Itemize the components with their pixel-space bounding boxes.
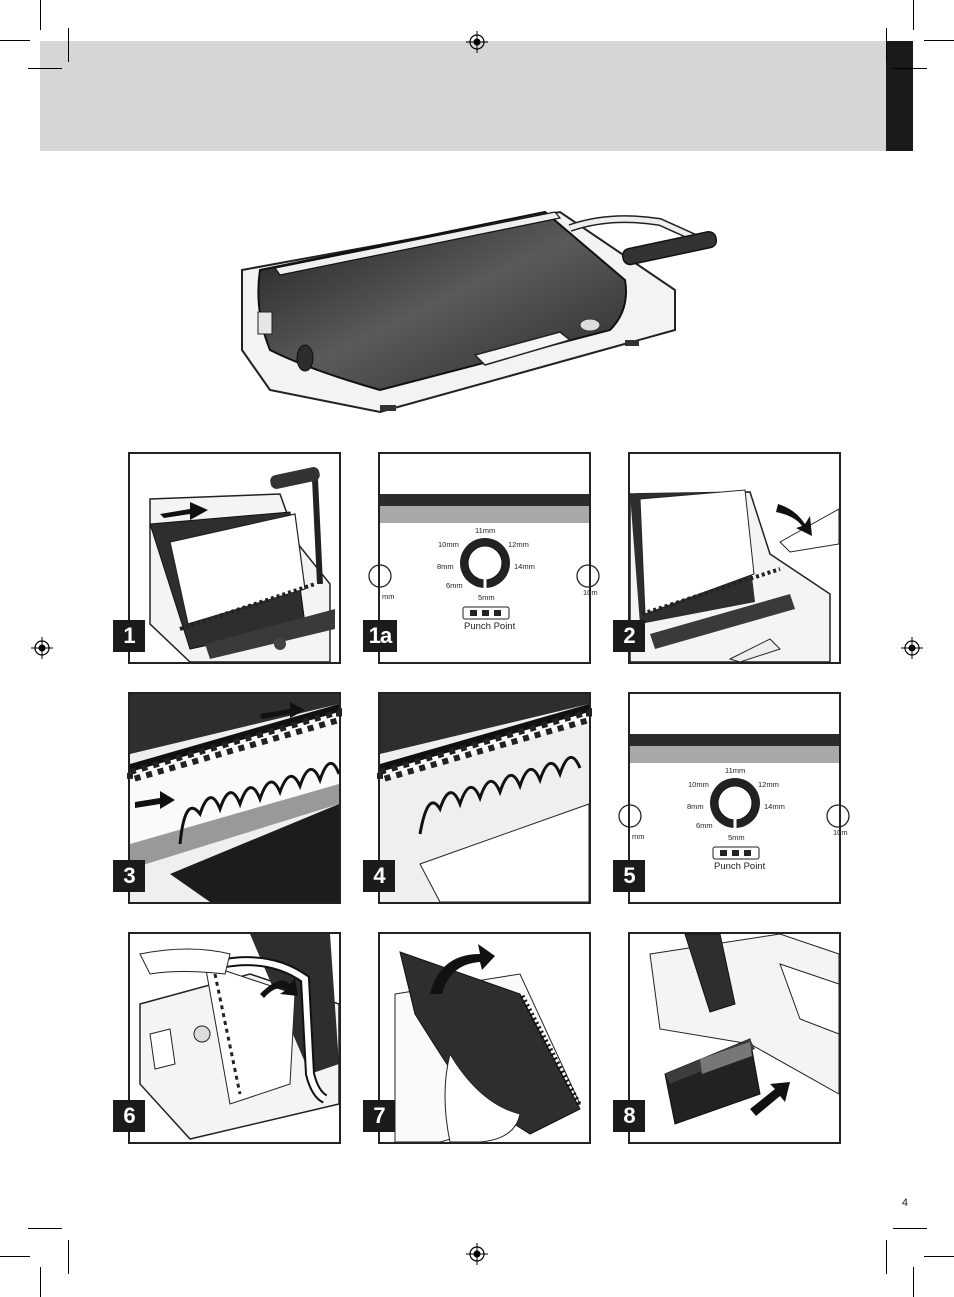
dial-label-6mm: 6mm	[696, 821, 713, 830]
dial-label-8mm: 8mm	[687, 802, 704, 811]
side-label-left: mm	[632, 832, 645, 841]
panel-bar-dark	[630, 734, 839, 746]
step-panel-1a: 11mm 10mm 12mm 8mm 14mm 6mm 5mm mm 10m P…	[368, 452, 600, 664]
punch-point-label: Punch Point	[464, 621, 516, 632]
size-dial-icon	[710, 778, 760, 830]
side-label-right: 10m	[833, 828, 848, 837]
step-panel-1	[128, 452, 341, 664]
step-badge-4: 4	[363, 860, 395, 892]
step-badge-5: 5	[613, 860, 645, 892]
step-8-illustration	[649, 933, 840, 1125]
dial-label-12mm: 12mm	[758, 780, 779, 789]
side-tab-right	[826, 804, 850, 828]
binding-machine-illustration	[241, 210, 718, 414]
dial-label-5mm: 5mm	[478, 593, 495, 602]
panel-bar-grey	[380, 506, 589, 523]
step-1-illustration	[149, 467, 335, 663]
step-badge-3: 3	[113, 860, 145, 892]
punch-point-indicator-icon	[712, 846, 760, 860]
side-label-right: 10m	[583, 588, 598, 597]
header-band	[40, 41, 912, 151]
step-3-illustration	[127, 694, 342, 902]
panel-bar-dark	[380, 494, 589, 506]
step-panel-6	[128, 932, 341, 1144]
dial-label-10mm: 10mm	[688, 780, 709, 789]
step-badge-8: 8	[613, 1100, 645, 1132]
registration-mark-bottom	[466, 1243, 488, 1265]
step-badge-6: 6	[113, 1100, 145, 1132]
dial-label-12mm: 12mm	[508, 540, 529, 549]
step-panel-2	[628, 452, 841, 664]
step-panel-7	[378, 932, 591, 1144]
dial-label-14mm: 14mm	[514, 562, 535, 571]
dial-label-11mm: 11mm	[725, 766, 746, 775]
step-badge-7: 7	[363, 1100, 395, 1132]
registration-mark-top	[466, 31, 488, 53]
step-panel-3	[127, 692, 342, 904]
step-4-illustration	[377, 694, 592, 903]
step-panel-4	[377, 692, 592, 904]
dial-label-6mm: 6mm	[446, 581, 463, 590]
step-7-illustration	[394, 944, 583, 1143]
registration-mark-right	[901, 637, 923, 659]
punch-point-label: Punch Point	[714, 861, 766, 872]
panel-bar-grey	[630, 746, 839, 763]
side-label-left: mm	[382, 592, 395, 601]
page-number: 4	[901, 1197, 908, 1209]
dial-label-10mm: 10mm	[438, 540, 459, 549]
registration-mark-left	[31, 637, 53, 659]
step-panel-5: 11mm 10mm 12mm 8mm 14mm 6mm 5mm mm 10m P…	[618, 692, 850, 904]
dial-label-14mm: 14mm	[764, 802, 785, 811]
step-6-illustration	[139, 934, 340, 1140]
header-tab	[886, 41, 913, 151]
step-badge-1: 1	[113, 620, 145, 652]
side-tab-right	[576, 564, 600, 588]
punch-point-indicator-icon	[462, 606, 510, 620]
step-badge-1a: 1a	[363, 620, 397, 652]
step-badge-2: 2	[613, 620, 645, 652]
step-panel-8	[628, 932, 841, 1144]
side-tab-left	[368, 564, 392, 588]
dial-label-5mm: 5mm	[728, 833, 745, 842]
dial-label-8mm: 8mm	[437, 562, 454, 571]
step-2-illustration	[629, 489, 840, 663]
dial-label-11mm: 11mm	[475, 526, 496, 535]
side-tab-left	[618, 804, 642, 828]
size-dial-icon	[460, 538, 510, 590]
